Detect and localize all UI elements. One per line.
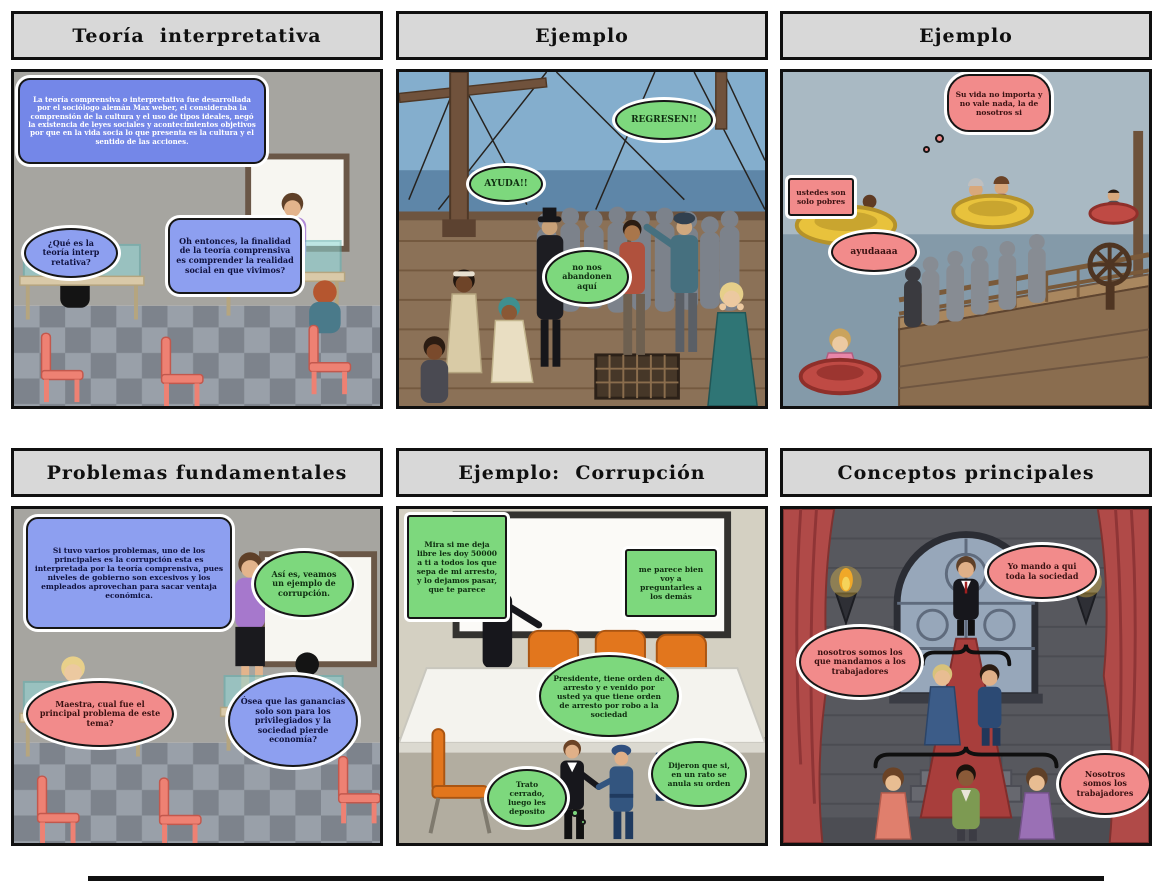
kneeling-woman-figure [490,296,534,384]
cell-scene-meeting-room[interactable]: Mira si me deja libre les doy 50000 a ti… [396,506,768,846]
thought-dot [571,809,579,817]
lifeboat-scene [783,72,1149,406]
chair [40,332,84,403]
speech-bubble-theory-definition[interactable]: La teoría comprensiva o interpretativa f… [18,78,266,164]
speech-bubble-dijeron-que-si[interactable]: Dijeron que si, en un rato se anula su o… [651,741,747,807]
storyboard-cell-5: Ejemplo: Corrupción [396,448,768,846]
deck-silhouettes [904,234,1046,328]
man-teal-jacket-figure [643,212,699,352]
middle-class-woman-figure [923,664,961,746]
speech-bubble-ayudaaaa[interactable]: ayudaaaa [831,232,917,272]
cell-title-2[interactable]: Ejemplo [396,11,768,60]
speech-bubble-asi-es[interactable]: Así es, veamos un ejemplo de corrupción. [254,551,354,617]
deck-edge [399,211,765,221]
student-redhead-figure [309,280,341,334]
worker-man-green-figure [952,764,980,842]
lifering-red-right [1088,189,1139,225]
speech-bubble-answer[interactable]: Oh entonces, la finalidad de la teoría c… [168,218,302,294]
storyboard-cell-6: Conceptos principales [780,448,1152,846]
caption-ustedes-pobres[interactable]: ustedes son solo pobres [788,178,854,216]
kneeling-girl-figure [420,336,449,404]
mast [399,72,728,238]
cell-title-1[interactable]: Teoría interpretativa [11,11,383,60]
storyboard-cell-1: Teoría interpretativa [11,11,383,409]
torch-left [830,565,862,627]
chair [158,777,202,843]
cell-scene-classroom-1[interactable]: La teoría comprensiva o interpretativa f… [11,69,383,409]
storyboard-cell-2: Ejemplo [396,11,768,409]
thought-dot [935,134,944,143]
ship-mast-pole [1133,130,1144,318]
cell-title-3[interactable]: Ejemplo [780,11,1152,60]
lifeboat-yellow-2 [951,176,1034,230]
cargo-hatch [594,353,680,400]
storyboard-cell-3: Ejemplo [780,11,1152,409]
speech-bubble-nosotros-mandamos[interactable]: nosotros somos los que mandamos a los tr… [799,627,921,697]
hierarchy-brace-lower [873,746,1059,769]
speech-bubble-osea[interactable]: Ósea que las ganancias solo son para los… [228,675,358,767]
worker-woman-coral-figure [874,767,912,840]
chair [160,336,204,406]
chair [308,324,352,395]
cell-scene-lifeboats[interactable]: Su vida no importa y no vale nada, la de… [780,69,1152,409]
office-chair-left [428,728,492,834]
speech-bubble-question[interactable]: ¿Qué es la teoría interp retativa? [24,228,118,278]
thought-dot [923,146,930,153]
speech-bubble-no-abandonen[interactable]: no nos abandonen aquí [545,250,629,304]
red-carpet [919,637,1013,819]
thought-bubble-no-importa[interactable]: Su vida no importa y no vale nada, la de… [947,74,1051,132]
cell-title-4[interactable]: Problemas fundamentales [11,448,383,497]
cell-scene-ship-deck[interactable]: AYUDA!! REGRESEN!! no nos abandonen aquí [396,69,768,409]
speech-bubble-yo-mando[interactable]: Yo mando a qui toda la sociedad [987,545,1097,599]
bottom-bar [88,876,1104,881]
ship-deck-scene [399,72,765,406]
president-small-figure [560,739,602,840]
woman-teal-dress-figure [707,282,758,406]
middle-class-man-figure [977,664,1002,746]
worker-woman-purple-figure [1018,767,1056,840]
speech-bubble-orden-arresto[interactable]: Presidente, tiene orden de arresto y e v… [539,655,679,737]
chair [36,775,80,843]
lifering-red-woman [798,328,882,396]
woman-cream-dress-figure [445,269,483,374]
speech-bubble-trabajadores[interactable]: Nosotros somos los trabajadores [1059,753,1149,815]
chair [337,755,380,824]
speech-bubble-maestra[interactable]: Maestra, cual fue el principal problema … [26,681,174,747]
speech-bubble-regresen[interactable]: REGRESEN!! [615,100,713,140]
thought-dot [580,819,586,825]
cell-scene-classroom-2[interactable]: Si tuvo varios problemas, uno de los pri… [11,506,383,846]
cell-title-5[interactable]: Ejemplo: Corrupción [396,448,768,497]
speech-bubble-trato-cerrado[interactable]: Trato cerrado, luego les deposito [487,769,567,827]
speech-bubble-me-parece-bien[interactable]: me parece bien voy a preguntarles a los … [625,549,717,617]
ruler-figure [953,556,979,636]
ship-wheel [1087,242,1132,310]
speech-bubble-problemas[interactable]: Si tuvo varios problemas, uno de los pri… [26,517,232,629]
speech-bubble-soborno[interactable]: Mira si me deja libre les doy 50000 a ti… [407,515,507,619]
cell-scene-castle[interactable]: Yo mando a qui toda la sociedad nosotros… [780,506,1152,846]
speech-bubble-ayuda[interactable]: AYUDA!! [469,166,543,202]
officer-small-figure [595,744,634,840]
cell-title-6[interactable]: Conceptos principales [780,448,1152,497]
storyboard-cell-4: Problemas fundamentales [11,448,383,846]
